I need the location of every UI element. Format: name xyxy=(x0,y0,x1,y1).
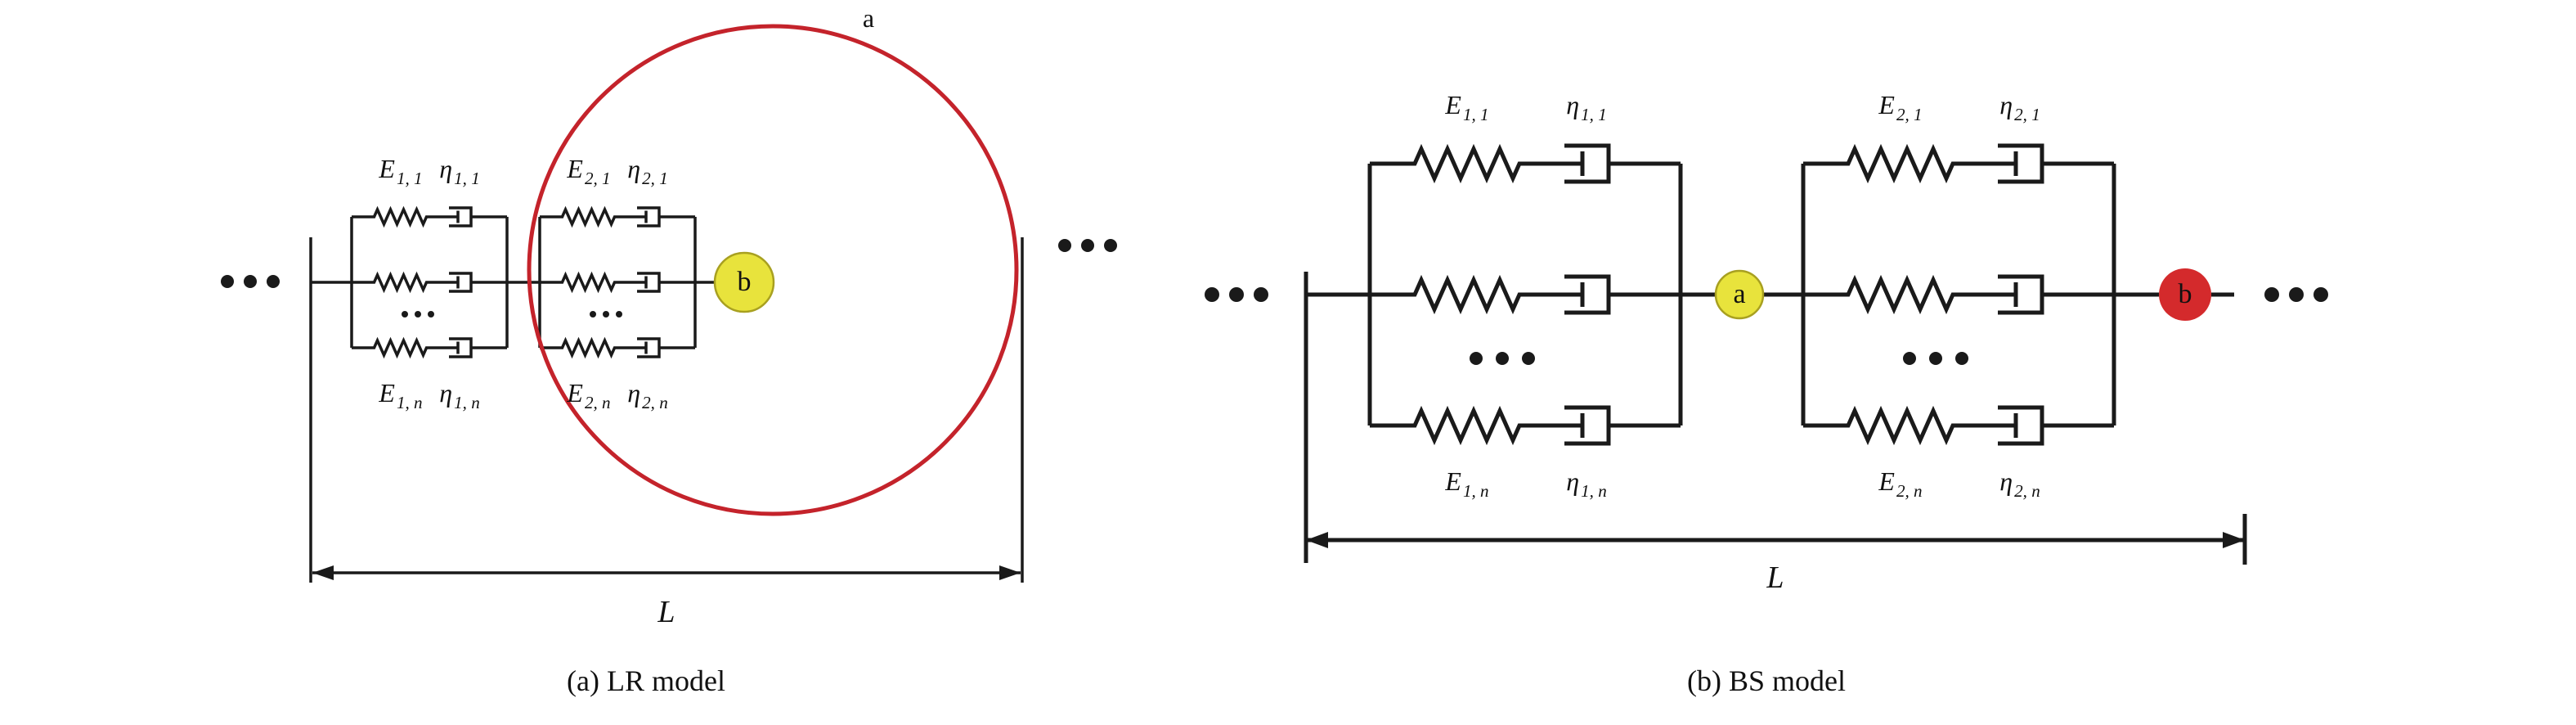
bs-model-circuit xyxy=(1205,146,2328,565)
node-b-circle-b xyxy=(2159,268,2211,321)
ellipsis-right-a-icon xyxy=(1058,239,1117,252)
label-eta-2-n-a: η2, n xyxy=(627,378,668,413)
label-E-1-1-a: E1, 1 xyxy=(379,154,423,189)
label-E-2-1-a: E2, 1 xyxy=(567,154,611,189)
dimension-arrow-b xyxy=(1306,532,2245,548)
dimension-label-a: L xyxy=(657,595,675,629)
label-eta-2-n-b: η2, n xyxy=(1999,466,2040,502)
ring-label-a: a xyxy=(862,3,875,33)
node-b-label-a: b xyxy=(737,267,752,297)
dimension-arrow-a xyxy=(312,565,1021,580)
node-b-label-b: b xyxy=(2178,279,2192,309)
maxwell-block-a1 xyxy=(352,208,507,357)
ellipsis-left-a-icon xyxy=(221,275,280,288)
label-E-1-n-b: E1, n xyxy=(1445,466,1489,502)
label-eta-1-1-b: η1, 1 xyxy=(1566,90,1607,125)
lr-model-circuit xyxy=(221,24,1117,583)
label-E-2-n-a: E2, n xyxy=(567,378,611,413)
caption-a: (a) LR model xyxy=(567,664,725,697)
label-E-2-1-b: E2, 1 xyxy=(1878,90,1923,125)
label-eta-1-n-b: η1, n xyxy=(1566,466,1607,502)
maxwell-block-b1 xyxy=(1370,146,1681,444)
label-eta-2-1-b: η2, 1 xyxy=(1999,90,2040,125)
label-eta-1-n-a: η1, n xyxy=(439,378,480,413)
maxwell-block-a2 xyxy=(540,208,695,357)
node-a-label-b: a xyxy=(1733,279,1746,309)
label-E-2-n-b: E2, n xyxy=(1878,466,1923,502)
node-b-circle-a xyxy=(713,251,775,313)
ellipsis-left-b-icon xyxy=(1205,287,1268,302)
label-eta-2-1-a: η2, 1 xyxy=(627,154,668,189)
caption-b: (b) BS model xyxy=(1687,664,1846,697)
dimension-label-b: L xyxy=(1766,561,1784,595)
label-eta-1-1-a: η1, 1 xyxy=(439,154,480,189)
label-E-1-1-b: E1, 1 xyxy=(1445,90,1489,125)
red-ring-a xyxy=(527,24,1019,516)
ellipsis-right-b-icon xyxy=(2264,287,2328,302)
maxwell-block-b2 xyxy=(1803,146,2114,444)
node-a-circle-b xyxy=(1714,269,1765,320)
label-E-1-n-a: E1, n xyxy=(379,378,423,413)
